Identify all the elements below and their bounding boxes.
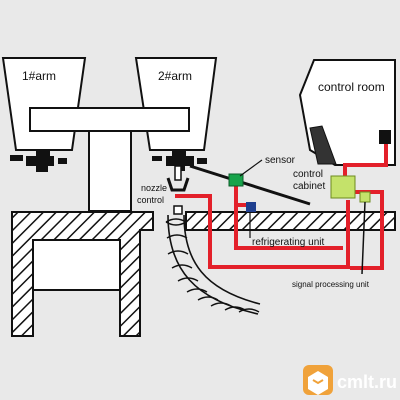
label-control-room: control room [318,80,385,94]
control-room-monitor-icon [379,130,391,144]
watermark: cmlt.ru [303,365,397,395]
tundish-cavity [32,239,121,291]
label-signal-processing-unit: signal processing unit [292,280,370,289]
watermark-text: cmlt.ru [337,372,397,392]
arm1-nozzle [10,150,67,172]
label-nozzle-control-2: control [137,195,164,205]
label-arm1: 1#arm [22,69,56,83]
signal-wiring [175,144,388,270]
refrigerating-unit-icon [246,202,256,212]
casting-platform [185,211,396,231]
operator-desk-icon [309,125,337,165]
curved-strand [165,214,261,315]
turret-crossbeam [29,107,190,132]
sensor-icon [228,173,244,187]
signal-processing-icon [359,191,371,203]
label-nozzle-control-1: nozzle [141,183,167,193]
label-sensor: sensor [265,155,296,166]
sensor-arm [189,164,311,206]
label-refrigerating-unit: refrigerating unit [252,237,324,248]
label-control-cabinet-2: cabinet [293,181,325,192]
cooling-coil [165,218,260,313]
label-control-cabinet-1: control [293,169,323,180]
control-room [298,59,396,166]
nozzle-control-unit [166,165,190,215]
turret-column [88,130,132,212]
label-arm2: 2#arm [158,69,192,83]
sensor-leader [239,159,263,177]
nozzle-cup-icon [166,177,190,192]
tundish-structure [11,211,396,337]
control-cabinet-icon [330,175,356,199]
signal-processing-leader [361,201,366,275]
